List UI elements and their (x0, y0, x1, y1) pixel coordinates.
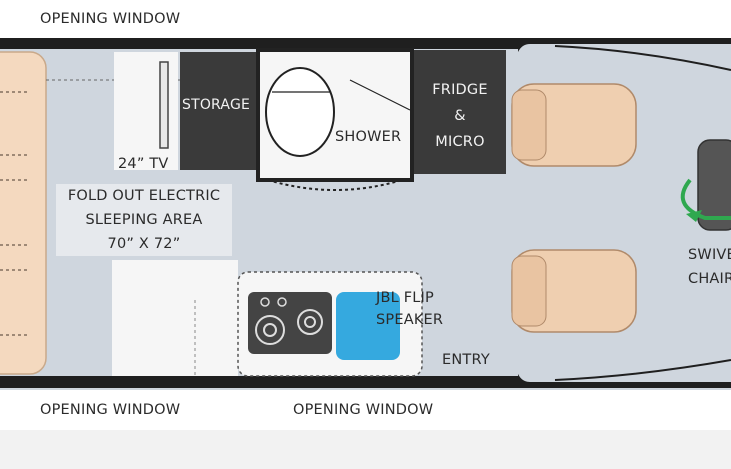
label-entry: ENTRY (442, 352, 490, 368)
label-sleeping-area: FOLD OUT ELECTRIC SLEEPING AREA 70” X 72… (56, 184, 232, 256)
label-jbl-speaker: JBL FLIP SPEAKER (376, 287, 443, 331)
toilet (265, 67, 335, 157)
label-sleep-line2: SLEEPING AREA (85, 212, 203, 228)
sink (336, 292, 400, 360)
swivel-arrow (680, 178, 731, 220)
label-sleep-line1: FOLD OUT ELECTRIC (67, 188, 221, 204)
cab-outline-bottom (518, 374, 731, 388)
label-storage: STORAGE (182, 97, 251, 113)
label-window-top: OPENING WINDOW (40, 11, 181, 27)
label-sleep-line3: 70” X 72” (107, 236, 181, 252)
label-fridge-line3: MICRO (435, 134, 485, 150)
swivel-chair (697, 139, 731, 231)
label-swivel-chair: SWIVEL CHAIR (688, 243, 731, 291)
label-jbl-line2: SPEAKER (376, 312, 444, 328)
cab-outline-top (518, 38, 731, 52)
passenger-seat-front (511, 249, 637, 333)
label-fridge-line2: & (454, 108, 466, 124)
label-shower: SHOWER (335, 129, 402, 145)
label-window-bottom-mid: OPENING WINDOW (293, 402, 434, 418)
label-jbl-line1: JBL FLIP (376, 290, 434, 306)
label-swivel-line1: SWIVEL (688, 247, 731, 263)
lounge-seat (112, 260, 238, 376)
bed-slats (0, 91, 30, 336)
fridge-micro (414, 50, 506, 174)
bed (0, 51, 47, 375)
bottom-wall (0, 376, 518, 388)
top-wall (0, 38, 518, 49)
label-window-bottom-left: OPENING WINDOW (40, 402, 181, 418)
windshield-top (554, 45, 731, 71)
storage-cabinet (180, 52, 256, 170)
label-swivel-line2: CHAIR (688, 271, 731, 287)
tv-screen (159, 61, 169, 149)
shower-door-arc (267, 179, 403, 191)
label-fridge-micro: FRIDGE & MICRO (414, 77, 506, 155)
floor-shadow (0, 430, 731, 469)
windshield-bottom (554, 359, 731, 381)
label-fridge-line1: FRIDGE (432, 82, 488, 98)
passenger-seat-rear (511, 83, 637, 167)
label-tv: 24” TV (118, 156, 169, 172)
cooktop (248, 292, 332, 354)
